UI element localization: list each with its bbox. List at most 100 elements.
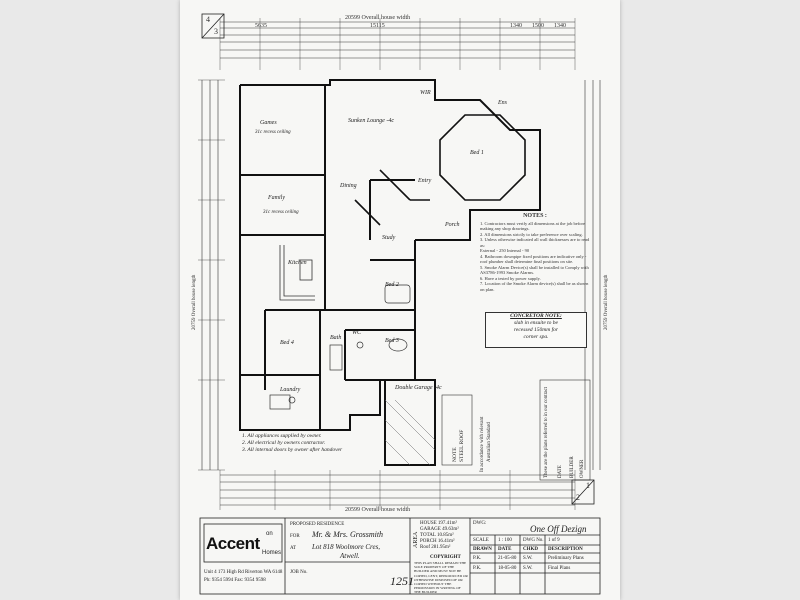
room-sunken-lounge: Sunken Lounge -4c — [348, 118, 394, 124]
dwg-label: DWG: — [473, 521, 487, 526]
desc-label: DESCRIPTION — [548, 547, 583, 552]
room-bed3: Bed 3 — [385, 338, 399, 344]
room-laundry: Laundry — [280, 387, 301, 393]
dwg-no: 1 of 9 — [548, 538, 560, 543]
rev1-desc: Preliminary Plans — [548, 556, 584, 561]
job-number: 1251 — [390, 574, 414, 588]
sig-date: DATE — [558, 465, 563, 478]
company-address: Unit 4 173 High Rd Riverton WA 6148 — [204, 570, 283, 575]
roof-note-title: NOTE — [452, 447, 458, 462]
date-label: DATE — [498, 547, 512, 552]
area-porch: PORCH 16.41m² — [420, 539, 455, 544]
overall-length-right: 20759 Overall house length — [604, 274, 609, 330]
dim-5635: 5635 — [255, 23, 267, 29]
note-item: 6. Have a tested by power supply. — [480, 275, 541, 281]
area-garage: GARAGE 49.63m² — [420, 527, 459, 532]
note-item: 3. Unless otherwise indicated all wall t… — [480, 237, 590, 248]
rev2-drawn: P.K. — [473, 566, 482, 571]
room-dining: Dining — [340, 183, 357, 189]
suburb: Atwell. — [340, 552, 360, 560]
copyright-title: COPYRIGHT — [430, 555, 461, 560]
sheet-number-top-alt: 3 — [214, 27, 218, 36]
room-entry: Entry — [418, 178, 432, 184]
sheet-number-top: 4 — [206, 15, 210, 24]
note-item: 5. Smoke Alarm Device(s) shall be instal… — [480, 264, 589, 276]
room-bed2: Bed 2 — [385, 282, 399, 288]
concretor-title: CONCRETOR NOTE: — [510, 313, 562, 319]
room-bath: Bath — [330, 335, 342, 341]
sig-builder: BUILDER — [570, 456, 575, 478]
dim-1500: 1500 — [532, 23, 544, 29]
notes-title: NOTES : — [523, 213, 547, 219]
concretor-line: corner spa. — [523, 334, 549, 340]
concretor-note: CONCRETOR NOTE: slab in ensuite to be re… — [485, 312, 587, 348]
design-name: One Off Dezign — [530, 524, 587, 534]
appliance-note: 2. All electrical by owners contractor. — [242, 440, 326, 446]
rev2-desc: Final Plans — [548, 566, 571, 571]
scale-label: SCALE — [473, 538, 489, 543]
logo-homes: Homes — [262, 550, 282, 556]
proposed-residence: PROPOSED RESIDENCE — [290, 522, 345, 527]
note-item: 4. Bathroom downpipe fixed positions are… — [480, 253, 587, 265]
company-phone: Ph: 9354 5994 Fax: 9354 9598 — [204, 578, 266, 583]
area-total: TOTAL 10.85m² — [420, 533, 454, 538]
room-games: Games — [260, 120, 277, 126]
room-study: Study — [382, 235, 396, 241]
sheet-number-bottom-alt: 1 — [586, 481, 590, 490]
for-label: FOR — [290, 534, 300, 539]
logo-main: Accent — [206, 534, 260, 553]
room-garage: Double Garage -4c — [395, 385, 442, 391]
scale-value: 1 : 100 — [498, 538, 512, 543]
room-wc: WC — [352, 330, 361, 336]
concretor-line: slab in ensuite to be — [514, 320, 558, 326]
rev2-chk: S.W. — [523, 566, 533, 571]
sig-note: These are the plans referred to in our c… — [544, 386, 549, 478]
dim-15115: 15115 — [370, 23, 385, 29]
note-item: 1. Contractors must verify all dimension… — [480, 220, 585, 232]
rev1-date: 21-05-80 — [498, 556, 517, 561]
drawn-label: DRAWN — [473, 547, 492, 552]
overall-length-left: 20759 Overall house length — [192, 274, 197, 330]
area-roof: Roof 281.95m² — [420, 545, 451, 550]
room-ens: Ens — [498, 100, 507, 106]
dim-1340-b: 1340 — [554, 23, 566, 29]
roof-note-standard-2: Australian Standard — [487, 422, 492, 462]
room-family: Family — [268, 195, 285, 201]
rev1-drawn: P.K. — [473, 556, 482, 561]
note-item: 2. All dimensions strictly to take prefe… — [480, 231, 583, 237]
chkd-label: CHKD — [523, 547, 538, 552]
sig-owner: OWNER — [580, 459, 585, 478]
concretor-line: recessed 150mm for — [513, 327, 559, 333]
roof-note-standard: In accordance with relevant — [480, 416, 485, 472]
company-logo: Accent on Homes — [206, 528, 281, 568]
room-bed4: Bed 4 — [280, 340, 294, 346]
room-games-note: 31c recess ceiling — [255, 130, 291, 135]
roof-note-steel: STEEL ROOF — [459, 429, 465, 462]
notes-block: NOTES : 1. Contractors must verify all d… — [480, 213, 590, 292]
copyright-text: THIS PLAN SHALL REMAIN THE SOLE PROPERTY… — [414, 561, 468, 595]
appliance-notes: 1. All appliances supplied by owner. 2. … — [242, 433, 352, 454]
rev2-date: 18-05-80 — [498, 566, 517, 571]
appliance-note: 1. All appliances supplied by owner. — [242, 433, 322, 439]
drawing-sheet: 4 3 2 1 20599 Overall house width 15115 … — [180, 0, 620, 600]
job-label: JOB No. — [290, 570, 308, 575]
room-bed1: Bed 1 — [470, 150, 484, 156]
dwg-no-label: DWG No. — [523, 538, 544, 543]
lot-address: Lot 818 Woolmore Cres, — [312, 543, 381, 551]
appliance-note: 3. All internal doors by owner after han… — [242, 447, 343, 453]
room-kitchen: Kitchen — [288, 260, 307, 266]
note-item: External - 250 Internal - 90 — [480, 248, 530, 253]
logo-on: on — [266, 531, 273, 537]
floor-plan-drawing — [198, 13, 601, 595]
dim-1340-a: 1340 — [510, 23, 522, 29]
at-label: AT — [290, 546, 297, 551]
room-wir: WIR — [420, 90, 431, 96]
area-house: HOUSE 197.41m² — [420, 521, 458, 526]
room-porch: Porch — [445, 222, 460, 228]
room-family-note: 31c recess ceiling — [263, 210, 299, 215]
overall-width-top: 20599 Overall house width — [345, 15, 411, 21]
note-item: 7. Location of the Smoke Alarm device(s)… — [480, 281, 589, 292]
rev1-chk: S.W. — [523, 556, 533, 561]
overall-width-bottom: 20599 Overall house width — [345, 507, 411, 513]
client-name: Mr. & Mrs. Grossmith — [312, 530, 384, 539]
